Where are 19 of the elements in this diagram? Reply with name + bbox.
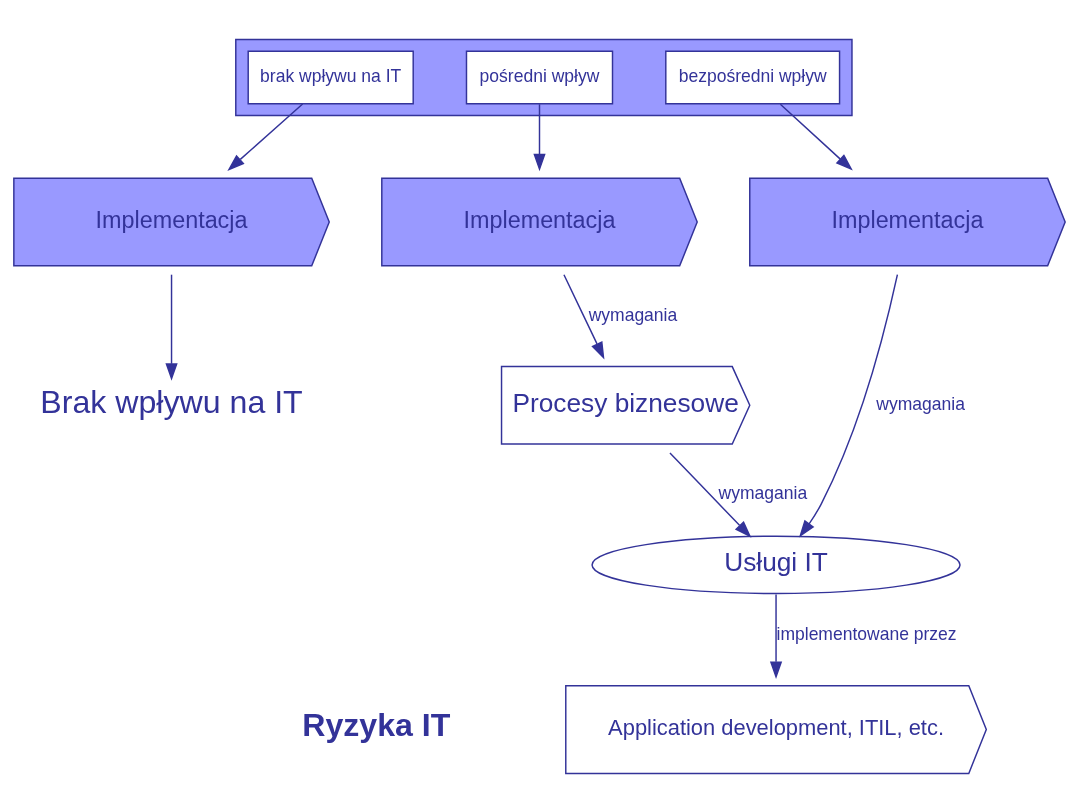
arrow [799, 273, 899, 537]
edge-label: wymagania [718, 482, 808, 503]
edge-label: implementowane przez [776, 623, 957, 644]
arrow [533, 103, 546, 171]
arrow [669, 451, 752, 538]
node-text: Brak wpływu na IT [40, 383, 303, 420]
arrow [769, 593, 783, 679]
label: Ryzyka IT [302, 706, 451, 743]
cluster [235, 38, 853, 116]
edge-label: wymagania [588, 304, 678, 325]
arrow [563, 273, 605, 359]
node-box: bezpośredni wpływ [665, 49, 841, 104]
node-ellipse: Usługi IT [591, 535, 961, 594]
node-box: pośredni wpływ [465, 49, 614, 104]
arrow [227, 102, 304, 171]
arrow [165, 273, 178, 381]
node-box: brak wpływu na IT [247, 49, 414, 104]
arrow [779, 103, 853, 171]
edge-label: wymagania [876, 393, 965, 414]
